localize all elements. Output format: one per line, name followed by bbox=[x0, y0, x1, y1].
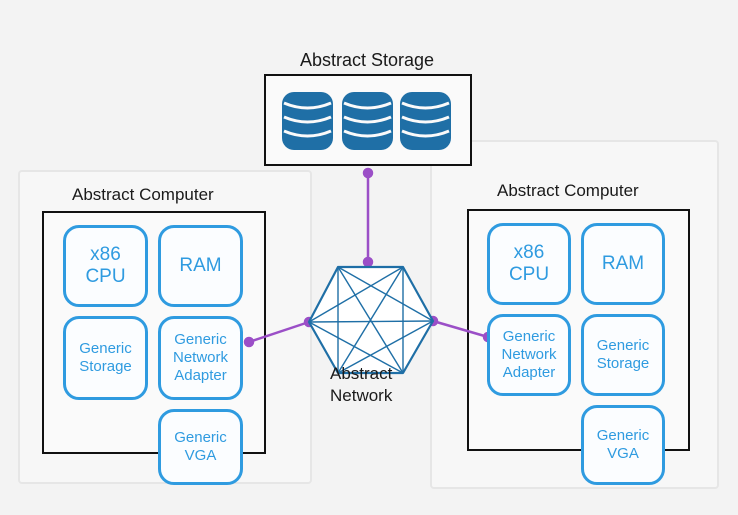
network-label: Abstract Network bbox=[330, 364, 393, 406]
left-ram: RAM bbox=[158, 225, 243, 307]
database-icon bbox=[282, 92, 333, 150]
network-hexagon-icon bbox=[307, 265, 435, 375]
left-vga: Generic VGA bbox=[158, 409, 243, 485]
right-ram: RAM bbox=[581, 223, 665, 305]
right-network-adapter: Generic Network Adapter bbox=[487, 314, 571, 396]
storage-title: Abstract Storage bbox=[300, 50, 435, 70]
left-cpu: x86 CPU bbox=[63, 225, 148, 307]
right-storage: Generic Storage bbox=[581, 314, 665, 396]
right-computer-title: Abstract Computer bbox=[497, 181, 639, 200]
right-cpu: x86 CPU bbox=[487, 223, 571, 305]
left-network-adapter: Generic Network Adapter bbox=[158, 316, 243, 400]
connector-dot bbox=[362, 167, 374, 179]
database-icon bbox=[342, 92, 393, 150]
left-connector bbox=[248, 320, 310, 344]
connector-dot bbox=[243, 336, 255, 348]
right-connector bbox=[432, 319, 489, 339]
left-computer-title: Abstract Computer bbox=[72, 185, 214, 204]
right-vga: Generic VGA bbox=[581, 405, 665, 485]
connector-dot bbox=[362, 256, 374, 268]
left-storage: Generic Storage bbox=[63, 316, 148, 400]
database-icon bbox=[400, 92, 451, 150]
